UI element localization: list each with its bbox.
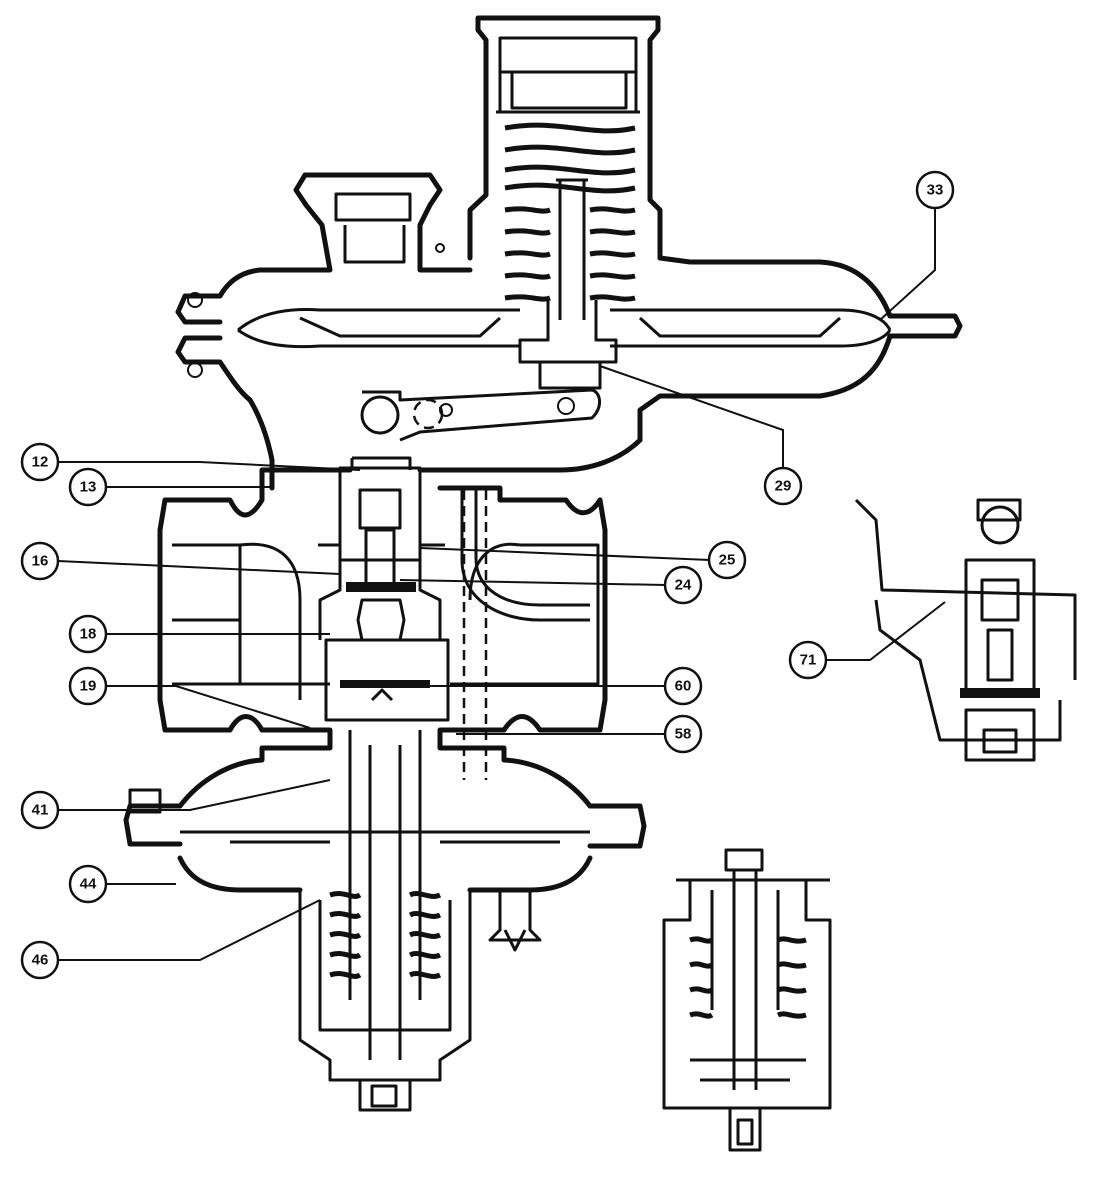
lower-diaphragm-case [123, 727, 647, 893]
callout-label: 13 [80, 479, 97, 496]
callout-33: 33 [915, 170, 955, 210]
callout-label: 29 [775, 478, 792, 495]
spring-bonnet [467, 15, 663, 390]
leader-lines [57, 208, 946, 961]
callout-12: 12 [20, 442, 60, 482]
callout-label: 16 [32, 553, 49, 570]
lever-mechanism [360, 388, 601, 442]
callout-13: 13 [68, 467, 108, 507]
callout-label: 24 [675, 577, 692, 594]
callout-label: 58 [675, 726, 692, 743]
callout-label: 18 [80, 626, 97, 643]
callout-label: 12 [32, 454, 49, 471]
main-regulator [123, 15, 963, 1112]
callout-41: 41 [20, 790, 60, 830]
callout-19: 19 [68, 666, 108, 706]
callout-18: 18 [68, 614, 108, 654]
callout-label: 60 [675, 678, 692, 695]
callout-label: 33 [927, 182, 944, 199]
callout-label: 71 [800, 652, 817, 669]
callout-label: 19 [80, 678, 97, 695]
callout-25: 25 [707, 540, 747, 580]
vent-cap [257, 172, 473, 273]
callout-label: 46 [32, 952, 49, 969]
callout-label: 25 [719, 552, 736, 569]
callout-58: 58 [663, 714, 703, 754]
callout-label: 41 [32, 802, 49, 819]
upper-diaphragm [237, 308, 892, 332]
callout-label: 44 [80, 876, 97, 893]
detail-view-lower [662, 848, 832, 1152]
bypass-tube [460, 490, 590, 780]
adjusting-spring [504, 122, 636, 194]
lower-stem-spring [298, 730, 542, 1112]
callout-44: 44 [68, 864, 108, 904]
callout-46: 46 [20, 940, 60, 980]
callout-24: 24 [663, 565, 703, 605]
callout-16: 16 [20, 541, 60, 581]
callout-71: 71 [788, 640, 828, 680]
upper-diaphragm-case [175, 255, 963, 443]
callout-60: 60 [663, 666, 703, 706]
callout-29: 29 [763, 466, 803, 506]
detail-view-71 [854, 498, 1077, 762]
orifice-assembly [324, 456, 450, 722]
